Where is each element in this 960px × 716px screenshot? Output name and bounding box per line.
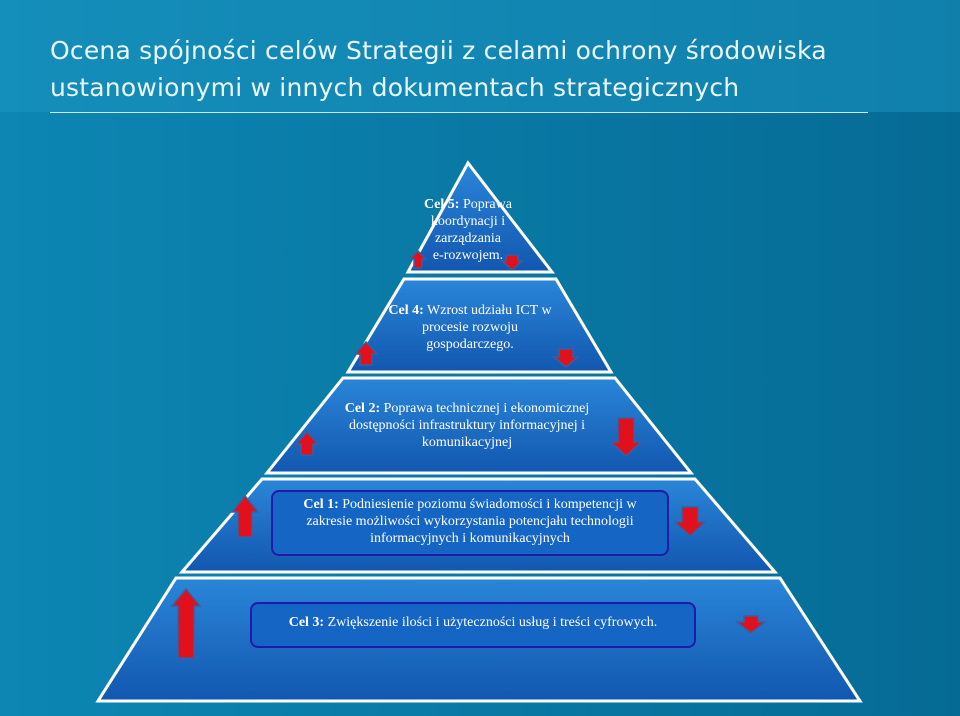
goal-3-label: Cel 3: [288, 615, 325, 630]
arrow-up-icon [170, 587, 202, 659]
arrow-down-icon [734, 615, 768, 634]
title-underline [50, 112, 868, 113]
goal-5-label: Cel 5: [424, 197, 460, 212]
arrow-up-icon [408, 249, 428, 269]
goal-4-label: Cel 4: [388, 303, 424, 318]
title-band [0, 0, 960, 112]
goal-1-box: Cel 1: Podniesienie poziomu świadomości … [271, 490, 669, 556]
pyramid-level-2 [263, 376, 695, 475]
arrow-down-icon [673, 506, 707, 538]
pyramid-level-5 [405, 160, 556, 274]
goal-1-label: Cel 1: [303, 497, 339, 512]
pyramid-level-4 [345, 277, 614, 374]
arrow-down-icon [609, 417, 643, 458]
title-line-2: ustanowionymi w innych dokumentach strat… [50, 73, 740, 102]
goal-3-box: Cel 3: Zwiększenie ilości i użyteczności… [250, 602, 696, 648]
arrow-up-icon [353, 340, 379, 366]
goal-5-text: Cel 5: Poprawa koordynacji i zarządzania… [424, 197, 512, 263]
arrow-down-icon [500, 254, 524, 272]
arrow-up-icon [294, 430, 320, 456]
title-line-1: Ocena spójności celów Strategii z celami… [50, 36, 827, 65]
goal-4-text: Cel 4: Wzrost udziału ICT w procesie roz… [388, 303, 552, 352]
page-title: Ocena spójności celów Strategii z celami… [50, 32, 930, 106]
goal-2-text: Cel 2: Poprawa technicznej i ekonomiczne… [344, 401, 590, 450]
goal-2-label: Cel 2: [344, 401, 381, 416]
arrow-up-icon [230, 494, 260, 538]
arrow-down-icon [551, 348, 581, 368]
